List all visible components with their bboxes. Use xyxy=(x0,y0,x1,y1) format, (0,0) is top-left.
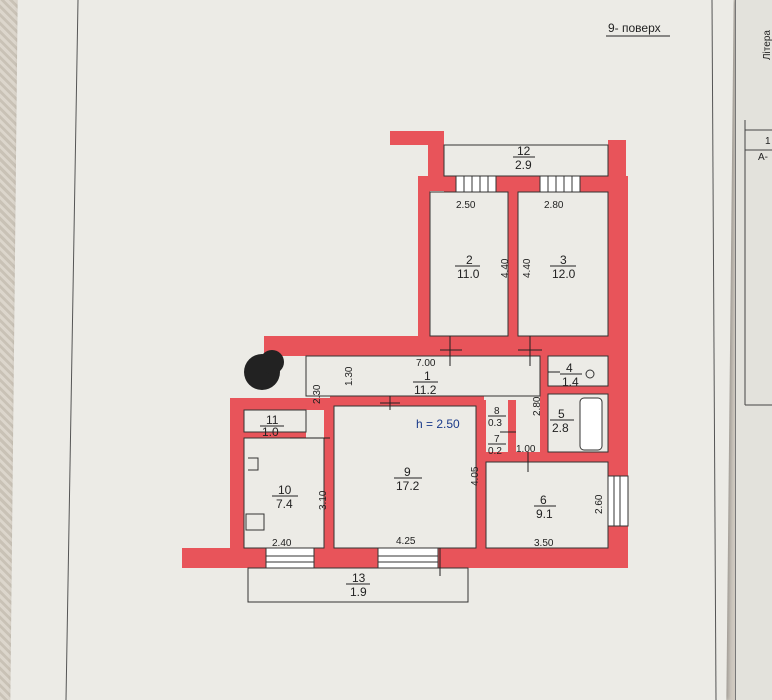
room-5-number: 5 xyxy=(558,407,565,421)
dim-room6-width: 3.50 xyxy=(534,538,554,549)
dim-corridor-length: 7.00 xyxy=(416,358,436,369)
room-5-area: 2.8 xyxy=(552,421,569,435)
room-12-area: 2.9 xyxy=(515,158,532,172)
room-1-area: 11.2 xyxy=(414,383,437,397)
dim-corridor-width: 1.30 xyxy=(344,366,355,386)
dim-room6-height: 2.60 xyxy=(594,494,605,514)
floor-label: 9- поверх xyxy=(608,21,661,35)
room-2-area: 11.0 xyxy=(457,267,480,281)
dim-room10-height: 3.10 xyxy=(318,490,329,510)
dim-room10-width: 2.40 xyxy=(272,538,292,549)
redaction-blob xyxy=(260,350,284,374)
room-13-area: 1.9 xyxy=(350,585,367,599)
room-7-area: 0.2 xyxy=(488,446,502,457)
room-6-area: 9.1 xyxy=(536,507,553,521)
window-panes xyxy=(266,176,621,563)
sink xyxy=(248,457,259,471)
room-12-number: 12 xyxy=(517,144,531,158)
dim-room3-height: 4.40 xyxy=(522,258,533,278)
side-cell-2: А- xyxy=(758,152,768,163)
frame-right-line xyxy=(711,0,717,700)
room-3-number: 3 xyxy=(560,253,567,267)
room-8-area: 0.3 xyxy=(488,418,502,429)
dim-room2-width: 2.50 xyxy=(456,200,476,211)
doors xyxy=(290,336,560,576)
room-1-number: 1 xyxy=(424,369,431,383)
room-outlines xyxy=(243,144,609,603)
walls xyxy=(182,131,628,568)
room-3-area: 12.0 xyxy=(552,267,576,281)
dim-hall-height: 2.30 xyxy=(312,384,323,404)
room-4-area: 1.4 xyxy=(562,375,579,389)
windows xyxy=(265,175,629,569)
room-4-number: 4 xyxy=(566,361,573,375)
room-6-number: 6 xyxy=(540,493,547,507)
room-13-number: 13 xyxy=(352,571,366,585)
dim-room2-height: 4.40 xyxy=(500,258,511,278)
bathtub xyxy=(579,397,603,451)
dim-closet-width: 1.00 xyxy=(516,444,536,455)
frame-left-line xyxy=(65,0,79,700)
room-9-area: 17.2 xyxy=(396,479,420,493)
dim-room9-height: 4.05 xyxy=(470,466,481,486)
toilet xyxy=(585,369,595,379)
stove xyxy=(245,513,265,531)
dim-room3-width: 2.80 xyxy=(544,200,564,211)
room-2-number: 2 xyxy=(466,253,473,267)
room-8-number: 8 xyxy=(494,406,500,417)
side-cell-1: 1 xyxy=(765,136,771,147)
room-11-number: 11 xyxy=(266,413,279,427)
room-10-number: 10 xyxy=(278,483,292,497)
room-9-number: 9 xyxy=(404,465,411,479)
height-note: h = 2.50 xyxy=(416,417,460,431)
room-10-area: 7.4 xyxy=(276,497,293,511)
dim-room9-width: 4.25 xyxy=(396,536,416,547)
room-11-area: 1.0 xyxy=(262,425,279,439)
room-7-number: 7 xyxy=(494,434,500,445)
side-sheet xyxy=(735,0,772,700)
side-title: Літера xyxy=(762,30,772,60)
dim-bath-height: 2.80 xyxy=(532,396,543,416)
